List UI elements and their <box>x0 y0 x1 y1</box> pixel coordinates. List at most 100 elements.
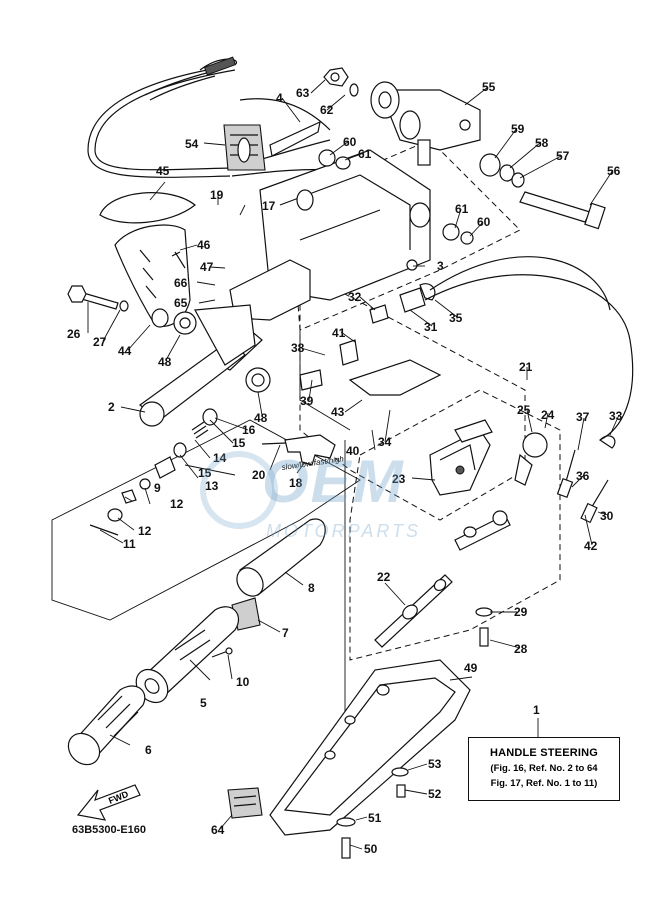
label-part-58: 58 <box>535 136 549 150</box>
label-part-32: 32 <box>348 290 362 304</box>
label-part-23: 23 <box>392 472 406 486</box>
label-part-5: 5 <box>200 696 207 710</box>
label-part-34: 34 <box>378 435 392 449</box>
label-part-11: 11 <box>123 537 136 551</box>
label-part-64: 64 <box>211 823 225 837</box>
label-part-36: 36 <box>576 469 590 483</box>
bushing-48-upper <box>173 311 271 393</box>
throttle-grip-5 <box>135 606 240 704</box>
label-part-43: 43 <box>331 405 345 419</box>
label-part-28: 28 <box>514 642 528 656</box>
label-part-56: 56 <box>607 164 621 178</box>
label-part-63: 63 <box>296 86 310 100</box>
label-part-31: 31 <box>424 320 438 334</box>
label-part-20: 20 <box>252 468 266 482</box>
rubber-grommet-54 <box>223 124 266 171</box>
label-part-14: 14 <box>213 451 227 465</box>
note-line-2: Fig. 17, Ref. No. 1 to 11) <box>490 778 598 789</box>
label-part-15b: 15 <box>198 466 212 480</box>
label-part-10: 10 <box>236 675 250 689</box>
fwd-arrow: FWD <box>76 784 141 821</box>
gear-25 <box>514 432 548 486</box>
label-part-44: 44 <box>118 344 132 358</box>
label-part-54: 54 <box>185 137 199 151</box>
label-part-18: 18 <box>289 476 303 490</box>
label-part-46: 46 <box>197 238 211 252</box>
label-part-59: 59 <box>511 122 525 136</box>
screw-10 <box>211 647 233 658</box>
bolt-28 <box>475 607 493 647</box>
note-title: HANDLE STEERING <box>489 747 599 759</box>
label-part-53: 53 <box>428 757 442 771</box>
label-part-41: 41 <box>332 326 346 340</box>
label-part-17: 17 <box>262 199 276 213</box>
label-part-12a: 12 <box>170 497 184 511</box>
label-part-3: 3 <box>437 259 444 273</box>
label-part-45: 45 <box>156 164 170 178</box>
label-part-19: 19 <box>210 188 224 202</box>
bolt-26 <box>67 285 129 312</box>
grip-8 <box>236 518 326 597</box>
note-line-1: (Fig. 16, Ref. No. 2 to 64 <box>490 763 598 774</box>
handle-steering-note: HANDLE STEERING (Fig. 16, Ref. No. 2 to … <box>468 737 620 801</box>
label-part-24: 24 <box>541 408 555 422</box>
label-part-8: 8 <box>308 581 315 595</box>
diagram-code: 63B5300-E160 <box>72 824 147 836</box>
label-part-66: 66 <box>174 276 188 290</box>
label-part-30: 30 <box>600 509 614 523</box>
label-part-47: 47 <box>200 260 214 274</box>
label-part-1: 1 <box>533 703 540 717</box>
handle-cover-45 <box>99 192 196 224</box>
part-number-labels: 1 2 3 4 5 6 7 8 9 10 11 12 12 13 14 15 1… <box>67 80 623 856</box>
label-part-6: 6 <box>145 743 152 757</box>
label-part-26: 26 <box>67 327 81 341</box>
label-part-37: 37 <box>576 410 590 424</box>
bottom-cover-49 <box>269 659 471 836</box>
cable-ends-30-37 <box>424 256 634 524</box>
label-part-61a: 61 <box>358 147 372 161</box>
throttle-cables <box>87 56 341 178</box>
shift-rod-22 <box>374 510 511 648</box>
label-part-39: 39 <box>300 394 314 408</box>
label-part-62: 62 <box>320 103 334 117</box>
label-part-61b: 61 <box>455 202 469 216</box>
label-part-13: 13 <box>205 479 219 493</box>
label-part-42: 42 <box>584 539 598 553</box>
label-part-65: 65 <box>174 296 188 310</box>
steering-shaft <box>138 304 256 427</box>
label-part-50: 50 <box>364 842 378 856</box>
label-part-38: 38 <box>291 341 305 355</box>
label-part-25: 25 <box>517 403 531 417</box>
label-part-27: 27 <box>93 335 107 349</box>
label-part-51: 51 <box>368 811 382 825</box>
grommet-64 <box>227 787 263 819</box>
label-part-22: 22 <box>377 570 391 584</box>
label-part-60b: 60 <box>477 215 491 229</box>
label-part-29: 29 <box>514 605 528 619</box>
bolts-50-53 <box>336 767 409 859</box>
label-part-52: 52 <box>428 787 442 801</box>
label-part-15a: 15 <box>232 436 246 450</box>
label-part-35: 35 <box>449 311 463 325</box>
label-part-12b: 12 <box>138 524 152 538</box>
label-part-7: 7 <box>282 626 289 640</box>
label-part-40: 40 <box>346 444 360 458</box>
grip-rubber-6 <box>67 685 146 766</box>
label-part-49: 49 <box>464 661 478 675</box>
leader-lines <box>87 79 620 850</box>
label-part-60a: 60 <box>343 135 357 149</box>
label-part-4: 4 <box>276 91 283 105</box>
screw-46 <box>171 251 186 269</box>
label-part-55: 55 <box>482 80 496 94</box>
label-part-21: 21 <box>519 360 533 374</box>
label-part-2: 2 <box>108 400 115 414</box>
throttle-knob-18 <box>261 434 336 466</box>
label-plate-4 <box>269 120 321 157</box>
label-part-9: 9 <box>154 481 161 495</box>
label-part-33: 33 <box>609 409 623 423</box>
label-part-16: 16 <box>242 423 256 437</box>
shift-bracket-assembly <box>299 259 442 396</box>
label-part-48a: 48 <box>158 355 172 369</box>
label-part-48b: 48 <box>254 411 268 425</box>
